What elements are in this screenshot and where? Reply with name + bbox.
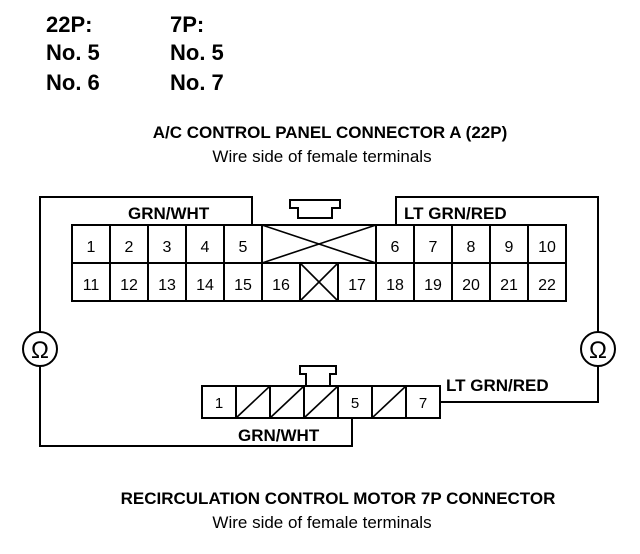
pin-a-8: 8 xyxy=(467,239,476,256)
pin-a-1: 1 xyxy=(87,239,96,256)
pin-a-14: 14 xyxy=(196,277,214,294)
pin-a-21: 21 xyxy=(500,277,518,294)
ohmmeter-left: Ω xyxy=(22,331,58,367)
connector-a-title: A/C CONTROL PANEL CONNECTOR A (22P) xyxy=(153,123,508,142)
pin-a-7: 7 xyxy=(429,239,438,256)
pin-a-6: 6 xyxy=(391,239,400,256)
connector-a-right-wire-label: LT GRN/RED xyxy=(404,204,507,223)
connector-b-latch xyxy=(299,365,337,387)
wires xyxy=(39,196,599,447)
connector-b-title: RECIRCULATION CONTROL MOTOR 7P CONNECTOR xyxy=(121,489,556,508)
connector-b-body: 1 5 7 xyxy=(201,385,441,419)
pin-a-16: 16 xyxy=(272,277,290,294)
pin-a-18: 18 xyxy=(386,277,404,294)
ohm-symbol-left: Ω xyxy=(31,337,49,364)
pin-a-12: 12 xyxy=(120,277,138,294)
pin-a-20: 20 xyxy=(462,277,480,294)
pin-a-3: 3 xyxy=(163,239,172,256)
pin-table-row2-22p: No. 6 xyxy=(46,70,100,95)
pin-a-9: 9 xyxy=(505,239,514,256)
pin-b-7: 7 xyxy=(419,395,427,412)
pin-table-row1-22p: No. 5 xyxy=(46,40,100,65)
pin-table-row1-7p: No. 5 xyxy=(170,40,224,65)
pin-table-header-7p: 7P: xyxy=(170,12,204,37)
pin-table-header-22p: 22P: xyxy=(46,12,92,37)
pin-a-13: 13 xyxy=(158,277,176,294)
ohm-symbol-right: Ω xyxy=(589,337,607,364)
pin-a-22: 22 xyxy=(538,277,556,294)
pin-a-10: 10 xyxy=(538,239,556,256)
pin-a-15: 15 xyxy=(234,277,252,294)
pin-table-row2-7p: No. 7 xyxy=(170,70,224,95)
connector-b-left-wire-label: GRN/WHT xyxy=(238,426,320,445)
pin-a-19: 19 xyxy=(424,277,442,294)
ohmmeter-right: Ω xyxy=(580,331,616,367)
connector-a-body: 1 2 3 4 5 6 7 8 9 10 11 12 13 14 15 16 1… xyxy=(71,224,567,302)
pin-b-1: 1 xyxy=(215,395,223,412)
connector-b-subtitle: Wire side of female terminals xyxy=(212,513,431,532)
pin-a-5: 5 xyxy=(239,239,248,256)
pin-a-11: 11 xyxy=(83,277,100,294)
pin-a-17: 17 xyxy=(348,277,366,294)
connector-a-left-wire-label: GRN/WHT xyxy=(128,204,210,223)
pin-b-5: 5 xyxy=(351,395,359,412)
pin-a-2: 2 xyxy=(125,239,134,256)
pin-a-4: 4 xyxy=(201,239,210,256)
connector-b-right-wire-label: LT GRN/RED xyxy=(446,376,549,395)
connector-a-subtitle: Wire side of female terminals xyxy=(212,147,431,166)
connector-a-latch xyxy=(289,199,341,219)
